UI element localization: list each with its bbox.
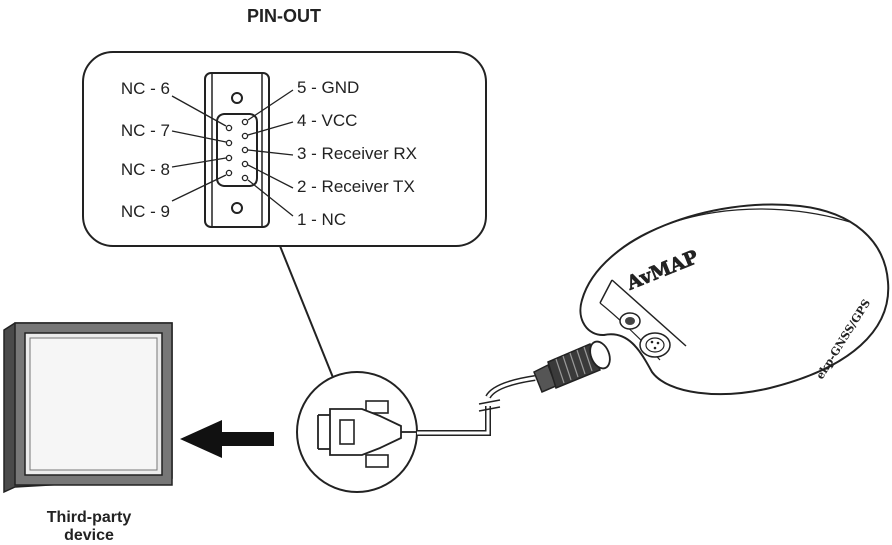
pinout-callout-box xyxy=(82,51,487,247)
right-pin-leaders xyxy=(247,89,294,217)
pin-label-7: NC - 7 xyxy=(121,121,170,140)
cable-plug xyxy=(533,340,611,393)
pin-label-8: NC - 8 xyxy=(121,160,170,179)
cable xyxy=(417,375,536,436)
connector-magnifier xyxy=(296,371,418,493)
gnss-receiver-dome-icon: AvMAP ekp-GNSS/GPS xyxy=(579,203,890,396)
device-caption-line2: device xyxy=(64,527,114,544)
pin-label-5: 5 - GND xyxy=(297,78,359,97)
callout-leader-line xyxy=(279,245,335,381)
left-pin-leaders xyxy=(171,95,227,202)
pin-label-4: 4 - VCC xyxy=(297,111,357,130)
device-caption-line1: Third-party xyxy=(47,509,132,526)
diagram-title: PIN-OUT xyxy=(247,6,321,26)
pin-label-3: 3 - Receiver RX xyxy=(297,144,417,163)
pin-label-2: 2 - Receiver TX xyxy=(297,177,415,196)
display-monitor-icon xyxy=(3,322,173,494)
arrow-left-icon xyxy=(180,420,274,458)
db9-connector-icon xyxy=(204,72,270,228)
pin-label-6: NC - 6 xyxy=(121,79,170,98)
pin-label-1: 1 - NC xyxy=(297,210,346,229)
pin-label-9: NC - 9 xyxy=(121,202,170,221)
